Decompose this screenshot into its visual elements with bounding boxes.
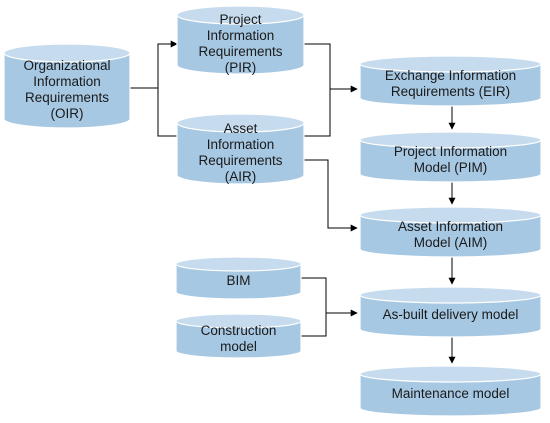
pir-cylinder xyxy=(176,5,305,75)
oir-cylinder xyxy=(3,43,131,129)
maintenance-model-node-label: Maintenance model xyxy=(391,386,510,402)
asbuilt-cylinder xyxy=(359,286,542,338)
aim-node-label: Asset Information Model (AIM) xyxy=(397,219,504,251)
pim-cylinder xyxy=(359,131,542,183)
aim-cylinder-body xyxy=(359,214,542,258)
connectors xyxy=(130,40,456,364)
pir-node-label: Project Information Requirements (PIR) xyxy=(198,11,283,75)
oir-cylinder-body xyxy=(3,52,131,129)
connector-air-to-aim xyxy=(304,159,358,232)
asbuilt-cylinder-body xyxy=(359,294,542,338)
construction-cylinder-body xyxy=(175,320,302,359)
aim-cylinder-top xyxy=(359,206,542,224)
eir-cylinder-body xyxy=(359,63,542,107)
connector-air-to-eir xyxy=(304,89,331,137)
pim-cylinder-top xyxy=(359,131,542,149)
oir-cylinder-top xyxy=(3,43,131,63)
bim-cylinder-top xyxy=(175,256,302,272)
eir-cylinder-top xyxy=(359,55,542,73)
connector-construction-to-asbuilt xyxy=(301,313,327,337)
oir-node-label: Organizational Information Requirements … xyxy=(23,57,111,121)
asbuilt-cylinder-top xyxy=(359,286,542,304)
maintenance-cylinder xyxy=(359,365,542,417)
pir-cylinder-body xyxy=(176,14,305,75)
pir-cylinder-top xyxy=(176,5,305,25)
connector-pir-to-eir xyxy=(304,43,358,93)
pim-cylinder-body xyxy=(359,139,542,183)
construction-cylinder-top xyxy=(175,313,302,329)
air-cylinder xyxy=(176,113,305,185)
as-built-delivery-model-node-label: As-built delivery model xyxy=(382,307,519,323)
air-node-label: Asset Information Requirements (AIR) xyxy=(198,120,283,184)
maintenance-cylinder-top xyxy=(359,365,542,383)
aim-cylinder xyxy=(359,206,542,258)
pim-node-label: Project Information Model (PIM) xyxy=(393,144,508,176)
bim-cylinder xyxy=(175,256,302,300)
air-cylinder-top xyxy=(176,113,305,133)
bim-node-label: BIM xyxy=(226,272,251,288)
construction-model-node-label: Construction model xyxy=(200,322,277,354)
cylinders xyxy=(3,5,542,417)
bim-cylinder-body xyxy=(175,263,302,300)
connector-oir-to-pir xyxy=(130,40,178,89)
maintenance-cylinder-body xyxy=(359,373,542,417)
eir-node-label: Exchange Information Requirements (EIR) xyxy=(384,68,517,100)
construction-cylinder xyxy=(175,313,302,359)
connector-bim-to-asbuilt xyxy=(301,277,358,317)
air-cylinder-body xyxy=(176,122,305,185)
connector-oir-to-air xyxy=(157,88,177,137)
eir-cylinder xyxy=(359,55,542,107)
